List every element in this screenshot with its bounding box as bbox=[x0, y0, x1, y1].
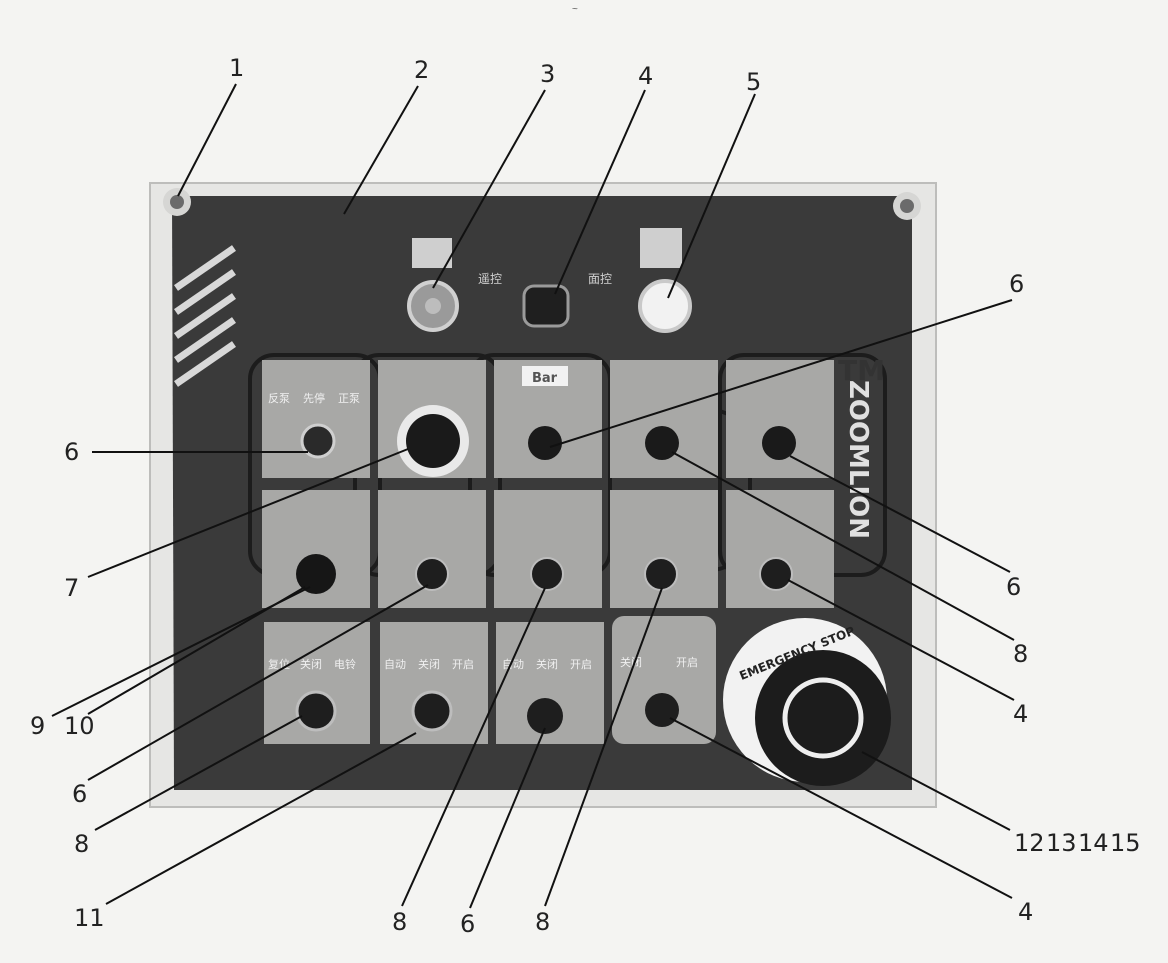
label-close-c: 关闭 bbox=[536, 657, 558, 671]
toggle-switch-row2-3[interactable] bbox=[530, 557, 564, 591]
label-open-c: 开启 bbox=[570, 658, 592, 671]
push-button-horn[interactable] bbox=[296, 554, 336, 594]
toggle-switch-row2-5[interactable] bbox=[759, 557, 793, 591]
panel-control-icon bbox=[640, 228, 682, 268]
brand-name: ZOOMLION bbox=[843, 380, 873, 539]
callout-8b: 8 bbox=[74, 830, 90, 858]
callout-8a: 8 bbox=[1013, 640, 1029, 668]
label-auto-b: 自动 bbox=[384, 658, 406, 671]
toggle-switch-row3-3[interactable] bbox=[527, 698, 563, 734]
label-panel-control: 面控 bbox=[588, 272, 612, 286]
callout-6d: 6 bbox=[72, 780, 88, 808]
callout-8d: 8 bbox=[535, 908, 551, 936]
decor-stripes bbox=[174, 245, 236, 387]
label-remote: 遥控 bbox=[478, 272, 502, 286]
bar-gauge-icon bbox=[522, 366, 568, 386]
callout-6b: 6 bbox=[64, 438, 80, 466]
callout-3: 3 bbox=[540, 60, 556, 88]
emergency-stop-button[interactable] bbox=[755, 650, 891, 786]
callout-5: 5 bbox=[746, 68, 762, 96]
callout-10: 10 bbox=[64, 712, 95, 740]
toggle-switch-row1-4[interactable] bbox=[645, 426, 679, 460]
callout-2: 2 bbox=[414, 56, 430, 84]
toggle-switch-row3-1[interactable] bbox=[295, 690, 337, 732]
callout-9: 9 bbox=[30, 712, 46, 740]
toggle-switch-row1-3[interactable] bbox=[528, 426, 562, 460]
callout-1: 1 bbox=[229, 54, 245, 82]
toggle-switch-row3-4[interactable] bbox=[645, 693, 679, 727]
label-open-d: 开启 bbox=[676, 656, 698, 669]
mode-toggle-switch[interactable] bbox=[522, 284, 570, 328]
label-reset: 复位 bbox=[268, 657, 290, 671]
label-close-a: 关闭 bbox=[300, 657, 322, 671]
callout-4b: 4 bbox=[1013, 700, 1029, 728]
callout-15: 15 bbox=[1110, 829, 1141, 857]
callout-6c: 6 bbox=[1006, 573, 1022, 601]
callout-12: 12 bbox=[1014, 829, 1045, 857]
label-first-stop: 先停 bbox=[303, 391, 325, 405]
callout-4a: 4 bbox=[638, 62, 654, 90]
toggle-switch-row2-4[interactable] bbox=[644, 557, 678, 591]
callout-4c: 4 bbox=[1018, 898, 1034, 926]
callout-6e: 6 bbox=[460, 910, 476, 938]
callout-6a: 6 bbox=[1009, 270, 1025, 298]
callout-13: 13 bbox=[1046, 829, 1077, 857]
toggle-switch-row1-5[interactable] bbox=[762, 426, 796, 460]
top-mark: ~ bbox=[572, 4, 578, 15]
leader-lines bbox=[51, 83, 1015, 909]
remote-icon bbox=[412, 238, 452, 268]
label-fwd-pump: 正泵 bbox=[338, 392, 360, 405]
label-auto-c: 自动 bbox=[502, 658, 524, 671]
label-rev-pump: 反泵 bbox=[268, 392, 290, 405]
toggle-switch-row1-1[interactable] bbox=[300, 423, 336, 459]
label-close-b: 关闭 bbox=[418, 657, 440, 671]
toggle-switch-row2-2[interactable] bbox=[415, 557, 449, 591]
callout-11: 11 bbox=[74, 904, 105, 932]
label-bar: Bar bbox=[532, 371, 558, 386]
brand-tm: TM bbox=[838, 354, 885, 387]
callout-14: 14 bbox=[1078, 829, 1109, 857]
indicator-lamp-panel bbox=[638, 279, 692, 333]
label-open-b: 开启 bbox=[452, 658, 474, 671]
callout-7: 7 bbox=[64, 574, 80, 602]
callout-8c: 8 bbox=[392, 908, 408, 936]
toggle-switch-row3-2[interactable] bbox=[411, 690, 453, 732]
label-close-d: 关闭 bbox=[620, 655, 642, 669]
label-bell: 电铃 bbox=[334, 657, 356, 671]
